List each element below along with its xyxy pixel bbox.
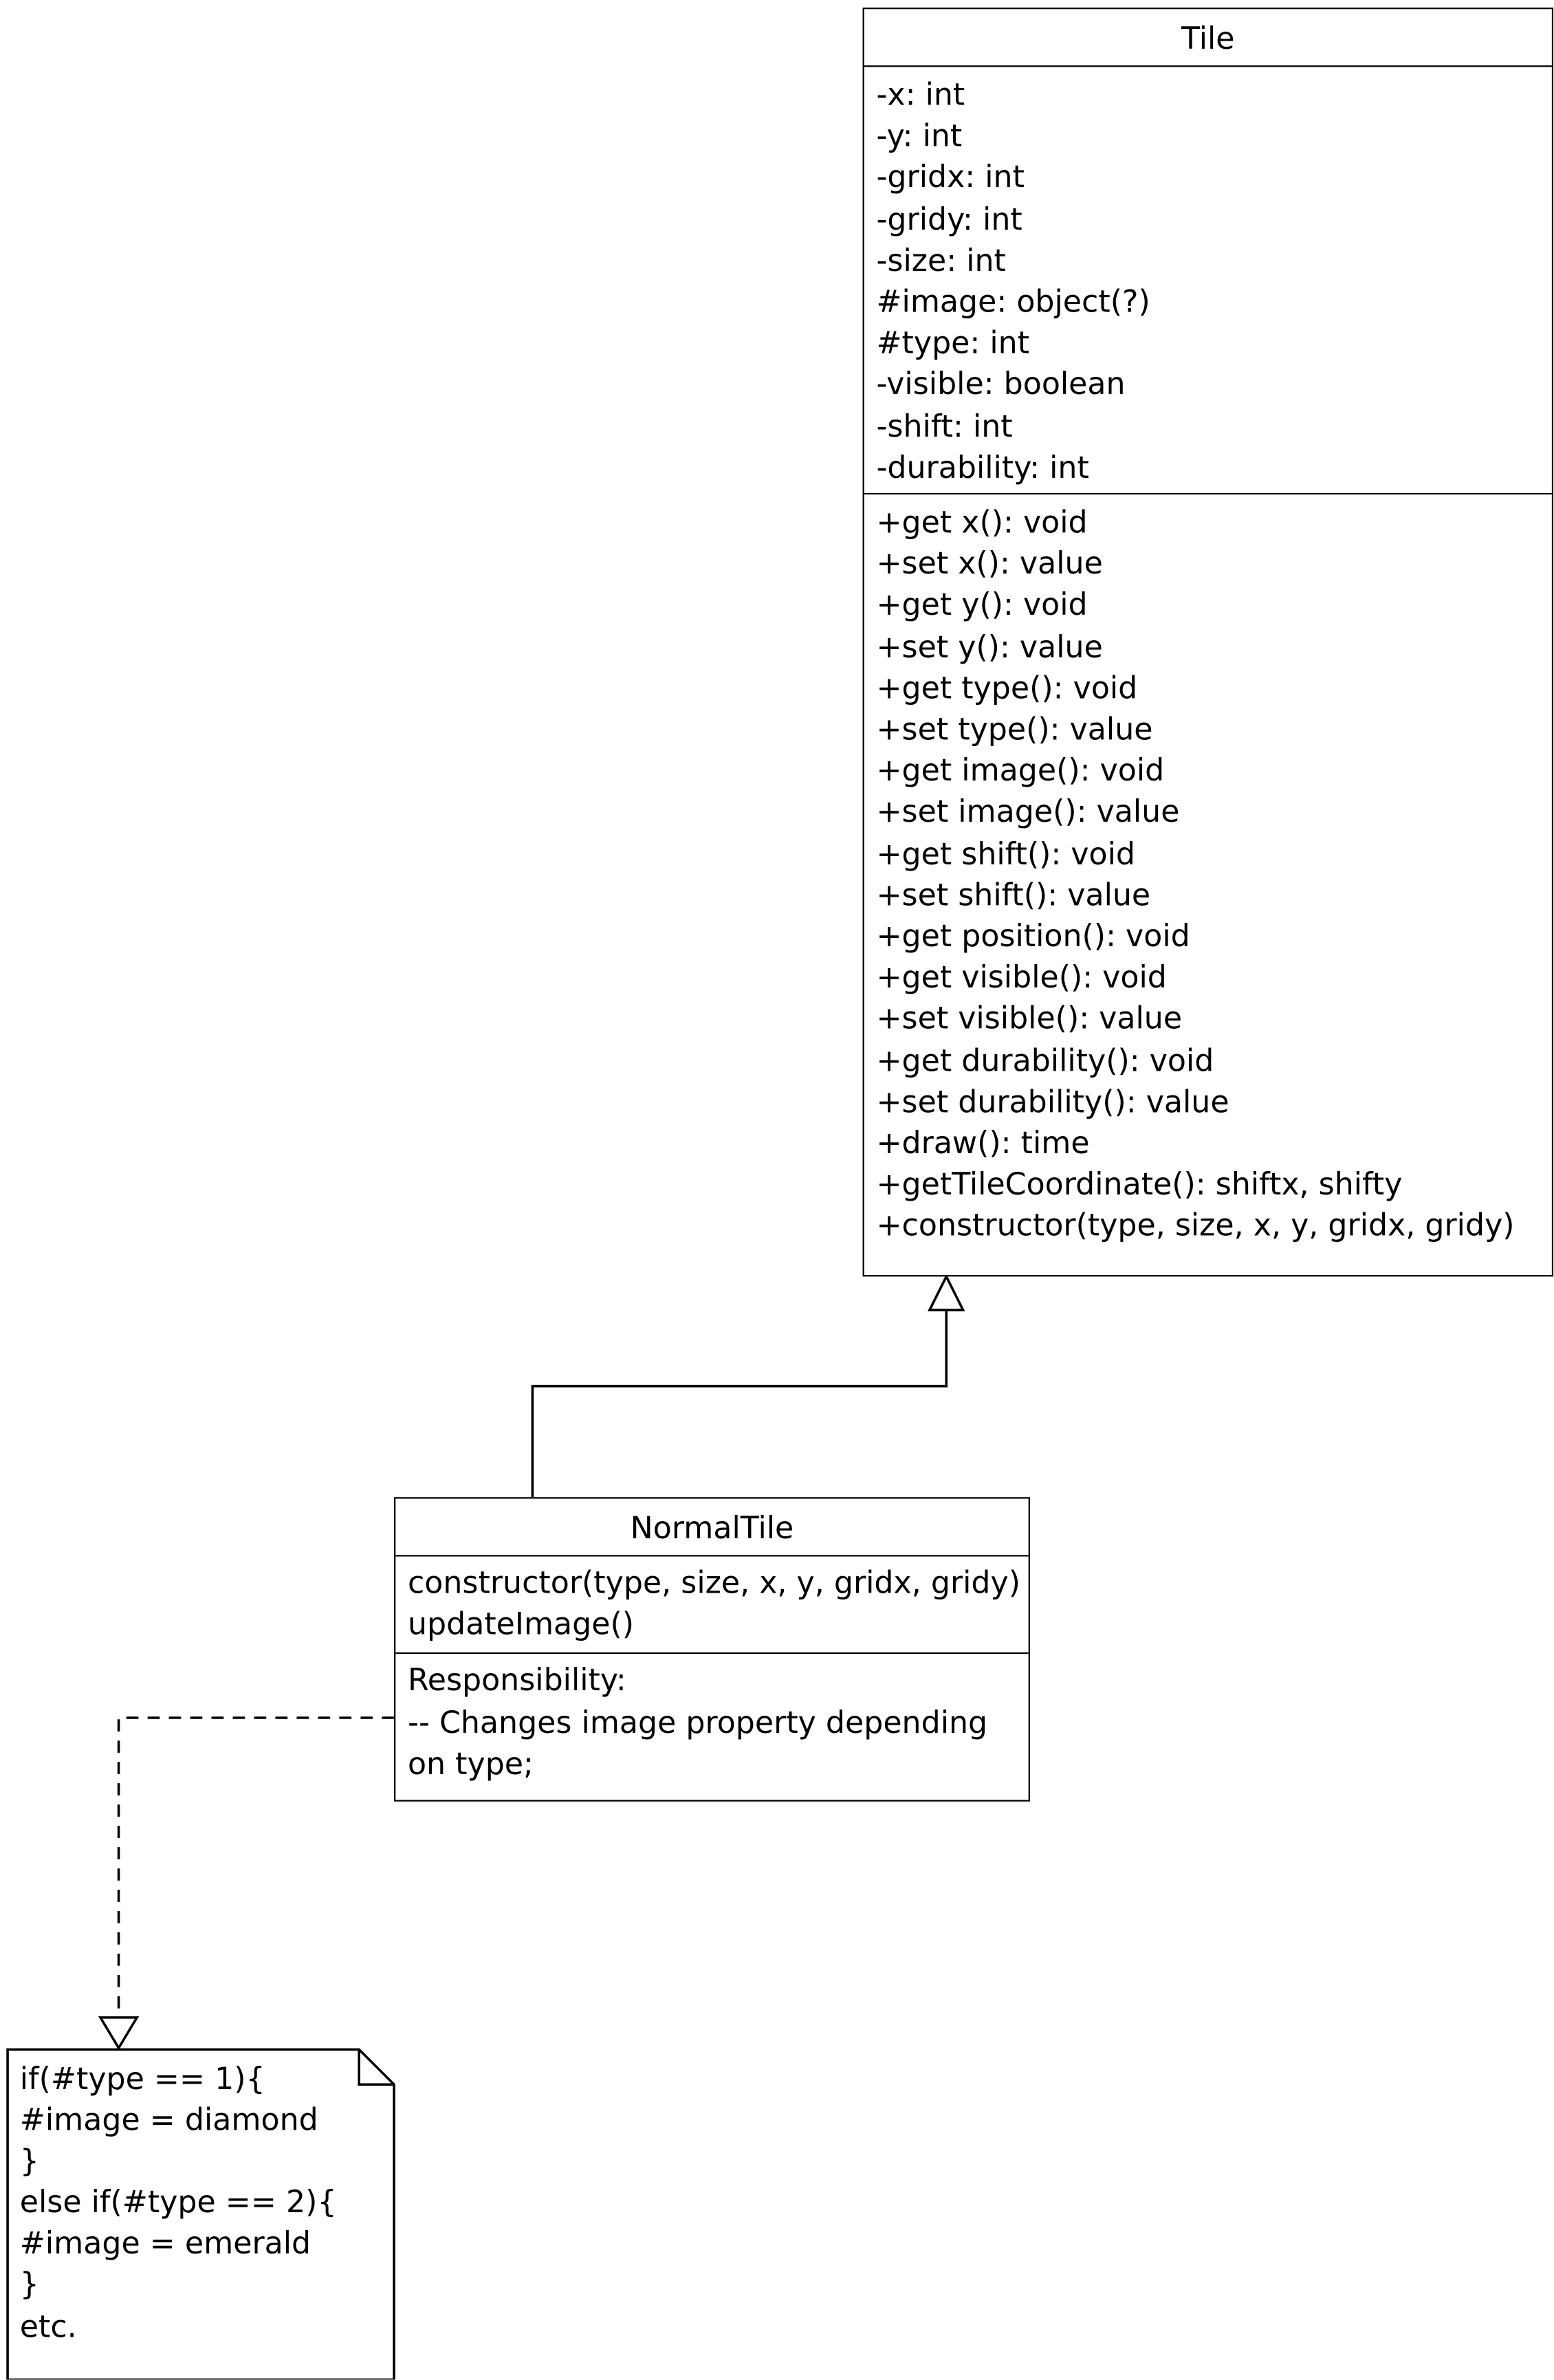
attribute: -gridy: int xyxy=(876,200,1022,237)
attribute: #type: int xyxy=(876,324,1030,361)
note-line: if(#type == 1){ xyxy=(19,2060,265,2097)
note-folded-corner xyxy=(358,2049,395,2086)
generalization-arrowhead xyxy=(928,1274,965,1311)
responsibility-line: Responsibility: xyxy=(407,1662,626,1699)
method: +set type(): value xyxy=(876,710,1153,747)
normal-tile-responsibility: Responsibility: -- Changes image propert… xyxy=(395,1655,1028,1791)
attribute: -shift: int xyxy=(876,407,1013,444)
normal-tile-operations: constructor(type, size, x, y, gridx, gri… xyxy=(395,1556,1029,1655)
attribute: #image: object(?) xyxy=(876,283,1150,320)
generalization-line xyxy=(531,1310,948,1498)
method: +get shift(): void xyxy=(876,834,1135,872)
method: +get type(): void xyxy=(876,669,1138,706)
note-line: else if(#type == 2){ xyxy=(19,2183,337,2220)
method: +get durability(): void xyxy=(876,1041,1214,1079)
method: +get y(): void xyxy=(876,586,1088,623)
method: +set durability(): value xyxy=(876,1083,1229,1120)
tile-class[interactable]: Tile -x: int -y: int -gridx: int -gridy:… xyxy=(862,8,1554,1277)
method: +set image(): value xyxy=(876,793,1180,830)
attribute: -gridx: int xyxy=(876,159,1025,196)
method: +set y(): value xyxy=(876,628,1103,665)
method: +set visible(): value xyxy=(876,1000,1183,1037)
tile-methods: +get x(): void +set x(): value +get y():… xyxy=(864,494,1552,1253)
normal-tile-class[interactable]: NormalTile constructor(type, size, x, y,… xyxy=(394,1497,1030,1802)
dependency-line xyxy=(117,1716,395,2018)
note-shape xyxy=(6,2048,395,2380)
method: +constructor(type, size, x, y, gridx, gr… xyxy=(876,1207,1515,1244)
attribute: -x: int xyxy=(876,76,965,113)
note[interactable]: if(#type == 1){ #image = diamond } else … xyxy=(20,2059,337,2348)
method: +draw(): time xyxy=(876,1124,1090,1161)
method: +getTileCoordinate(): shiftx, shifty xyxy=(876,1166,1403,1203)
note-line: etc. xyxy=(19,2307,77,2344)
tile-class-name: Tile xyxy=(864,9,1552,67)
note-line: } xyxy=(19,2266,39,2303)
note-line: #image = emerald xyxy=(19,2225,311,2262)
method: +set shift(): value xyxy=(876,876,1151,913)
method: +get x(): void xyxy=(876,503,1088,541)
note-line: #image = diamond xyxy=(19,2101,318,2138)
attribute: -durability: int xyxy=(876,448,1089,485)
attribute: -size: int xyxy=(876,241,1006,279)
operation: constructor(type, size, x, y, gridx, gri… xyxy=(407,1564,1020,1601)
tile-attributes: -x: int -y: int -gridx: int -gridy: int … xyxy=(864,67,1552,495)
attribute: -visible: boolean xyxy=(876,365,1126,403)
attribute: -y: int xyxy=(876,117,963,154)
method: +get position(): void xyxy=(876,917,1190,954)
responsibility-line: on type; xyxy=(407,1745,534,1782)
responsibility-line: -- Changes image property depending xyxy=(407,1703,988,1740)
dependency-arrowhead xyxy=(98,2016,140,2051)
note-line: } xyxy=(19,2142,39,2179)
method: +get image(): void xyxy=(876,752,1165,789)
method: +set x(): value xyxy=(876,545,1103,582)
operation: updateImage() xyxy=(407,1605,635,1642)
normal-tile-class-name: NormalTile xyxy=(395,1498,1029,1557)
method: +get visible(): void xyxy=(876,959,1167,996)
